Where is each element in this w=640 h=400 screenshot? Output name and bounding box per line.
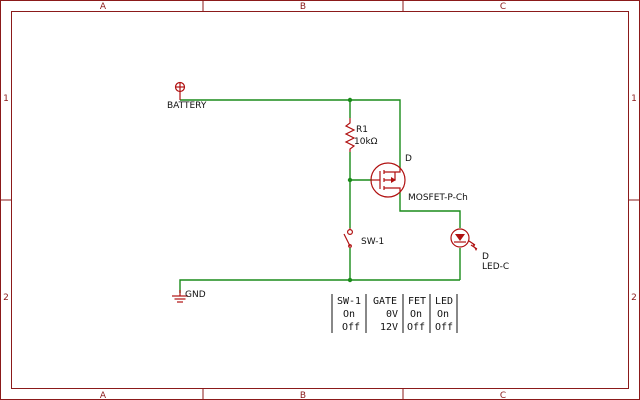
table-header-led: LED	[435, 296, 453, 307]
row-label-2-left: 2	[3, 293, 9, 303]
table-cell: On	[437, 309, 449, 320]
led-name: LED-C	[482, 262, 509, 272]
table-cell: On	[343, 309, 355, 320]
junction-dot-top	[347, 97, 353, 103]
wires	[179, 97, 461, 293]
led-pin-label: D	[482, 252, 489, 262]
row-label-1-right: 1	[631, 94, 637, 104]
table-header-sw1: SW-1	[337, 296, 361, 307]
ground-symbol	[172, 290, 188, 303]
truth-table: SW-1 GATE FET LED On 0V On On Off 12V Of…	[331, 294, 458, 333]
gnd-label: GND	[185, 290, 206, 300]
wire-battery-rail	[180, 99, 401, 168]
row-label-2-right: 2	[631, 293, 637, 303]
mosfet-name: MOSFET-P-Ch	[408, 193, 468, 203]
inner-frame	[11, 11, 629, 389]
mosfet-pin-label: D	[405, 154, 412, 164]
col-label-c-bottom: C	[500, 391, 506, 400]
table-header-gate: GATE	[373, 296, 397, 307]
wire-drain-led	[399, 192, 461, 228]
col-label-b-top: B	[300, 2, 306, 12]
switch-label: SW-1	[361, 237, 384, 247]
battery-label: BATTERY	[167, 101, 207, 111]
table-header-fet: FET	[408, 296, 426, 307]
col-label-a-top: A	[100, 2, 107, 12]
row-label-1-left: 1	[3, 94, 9, 104]
table-cell: Off	[435, 322, 453, 333]
wire-ground-rail	[179, 279, 460, 293]
table-cell: 0V	[386, 309, 398, 320]
led-symbol	[450, 228, 478, 251]
table-cell: On	[410, 309, 422, 320]
r1-name: R1	[356, 125, 368, 135]
col-label-a-bottom: A	[100, 391, 107, 400]
resistor-r1	[344, 118, 356, 152]
col-label-b-bottom: B	[300, 391, 306, 400]
mosfet-p-ch-symbol	[370, 162, 406, 198]
junction-dot-gate	[347, 177, 353, 183]
switch-sw1-symbol	[343, 228, 354, 248]
junction-dot-bottom	[347, 277, 353, 283]
col-label-c-top: C	[500, 2, 506, 12]
table-cell: 12V	[380, 322, 398, 333]
battery-symbol	[174, 81, 186, 100]
table-cell: Off	[342, 322, 360, 333]
table-cell: Off	[407, 322, 425, 333]
r1-value: 10kΩ	[354, 137, 378, 147]
